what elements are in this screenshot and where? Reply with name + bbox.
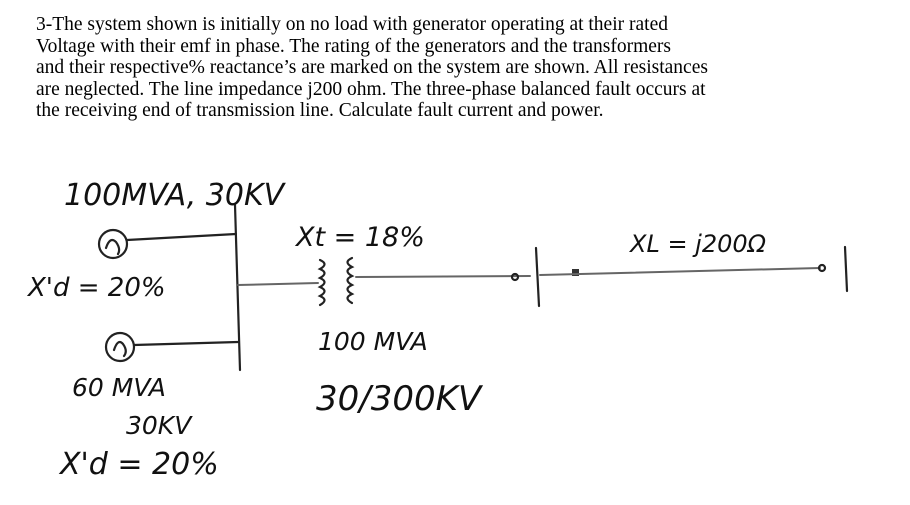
transmission-line [539, 267, 821, 276]
sending-end-bus [534, 246, 541, 308]
generator-2-rating-label: 60 MVA [72, 373, 166, 402]
problem-line-2: Voltage with their emf in phase. The rat… [36, 35, 671, 57]
problem-line-1: 3-The system shown is initially on no lo… [36, 14, 668, 35]
generator-2-symbol [104, 331, 136, 363]
transformer-primary-coil [317, 258, 326, 307]
generator-2-lead [132, 340, 240, 347]
generator-2-reactance-label: X'd = 20% [58, 447, 219, 482]
generator-2-voltage-label: 30KV [126, 411, 193, 440]
receiving-end-node [817, 263, 827, 273]
sending-end-node [510, 272, 520, 282]
generator-1-wave-icon [104, 238, 121, 256]
problem-line-4: are neglected. The line impedance j200 o… [36, 78, 706, 100]
line-reactance-label: XL = j200Ω [628, 230, 767, 258]
transformer-to-line-conductor [355, 275, 531, 278]
generator-1-symbol [97, 228, 129, 260]
transformer-voltage-label: 30/300KV [316, 379, 484, 419]
generator-1 [97, 228, 238, 260]
generator-bus [233, 203, 242, 372]
receiving-end-bus [843, 245, 849, 293]
transformer-secondary-coil [346, 256, 355, 305]
problem-line-5: the receiving end of transmission line. … [36, 100, 604, 122]
problem-line-3: and their respective% reactance’s are ma… [36, 57, 708, 79]
transformer-reactance-label: Xt = 18% [294, 222, 425, 253]
generator-1-rating-label: 100MVA, 30KV [64, 178, 287, 213]
bus-to-transformer-line [237, 282, 319, 286]
transformer-symbol [317, 256, 355, 307]
generator-2 [104, 331, 240, 363]
generator-1-reactance-label: X'd = 20% [26, 273, 166, 303]
circuit-breaker-icon [572, 269, 579, 276]
transformer-rating-label: 100 MVA [318, 327, 428, 356]
generator-1-lead [125, 232, 238, 242]
problem-statement: 3-The system shown is initially on no lo… [36, 14, 896, 122]
generator-2-wave-icon [112, 340, 127, 358]
